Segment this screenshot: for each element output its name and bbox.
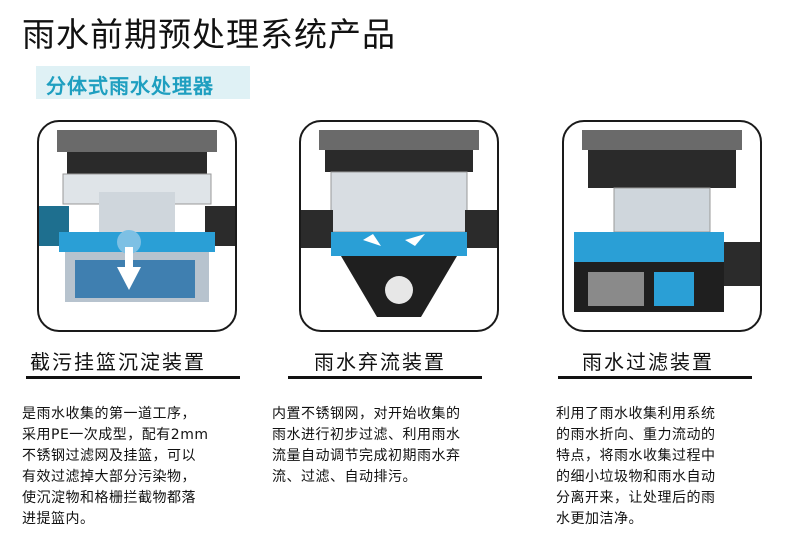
subtitle-text: 分体式雨水处理器 bbox=[46, 74, 214, 98]
description-line: 内置不锈钢网，对开始收集的 bbox=[272, 406, 461, 422]
filter-device-icon bbox=[574, 130, 760, 312]
caption-underline-filter bbox=[558, 376, 752, 379]
subtitle-banner: 分体式雨水处理器 bbox=[36, 66, 250, 99]
caption-underline-sediment bbox=[26, 376, 240, 379]
description-line: 雨水进行初步过滤、利用雨水 bbox=[272, 427, 461, 443]
description-line: 进提篮内。 bbox=[22, 511, 95, 527]
diversion-device-image bbox=[299, 120, 499, 332]
description-line: 的细小垃圾物和雨水自动 bbox=[556, 469, 716, 485]
description-line: 流、过滤、自动排污。 bbox=[272, 469, 417, 485]
product-description-filter: 利用了雨水收集利用系统 的雨水折向、重力流动的 特点，将雨水收集过程中 的细小垃… bbox=[556, 404, 716, 530]
description-line: 使沉淀物和格栅拦截物都落 bbox=[22, 490, 196, 506]
product-caption-sediment: 截污挂篮沉淀装置 bbox=[30, 350, 206, 374]
description-line: 有效过滤掉大部分污染物， bbox=[22, 469, 196, 485]
product-caption-filter: 雨水过滤装置 bbox=[582, 350, 714, 374]
description-line: 是雨水收集的第一道工序， bbox=[22, 406, 196, 422]
diversion-device-icon bbox=[301, 130, 497, 317]
description-line: 水更加洁净。 bbox=[556, 511, 643, 527]
description-line: 的雨水折向、重力流动的 bbox=[556, 427, 716, 443]
product-caption-diversion: 雨水弃流装置 bbox=[314, 350, 446, 374]
sediment-basket-device-icon bbox=[39, 130, 235, 302]
caption-underline-diversion bbox=[288, 376, 482, 379]
description-line: 流量自动调节完成初期雨水弃 bbox=[272, 448, 461, 464]
description-line: 分离开来，让处理后的雨 bbox=[556, 490, 716, 506]
sediment-basket-device-image bbox=[37, 120, 237, 332]
page-title: 雨水前期预处理系统产品 bbox=[22, 15, 396, 54]
description-line: 不锈钢过滤网及挂篮，可以 bbox=[22, 448, 196, 464]
description-line: 特点，将雨水收集过程中 bbox=[556, 448, 716, 464]
description-line: 采用PE一次成型，配有2mm bbox=[22, 427, 209, 443]
description-line: 利用了雨水收集利用系统 bbox=[556, 406, 716, 422]
product-description-sediment: 是雨水收集的第一道工序， 采用PE一次成型，配有2mm 不锈钢过滤网及挂篮，可以… bbox=[22, 404, 208, 530]
product-description-diversion: 内置不锈钢网，对开始收集的 雨水进行初步过滤、利用雨水 流量自动调节完成初期雨水… bbox=[272, 404, 461, 488]
filter-device-image bbox=[562, 120, 762, 332]
